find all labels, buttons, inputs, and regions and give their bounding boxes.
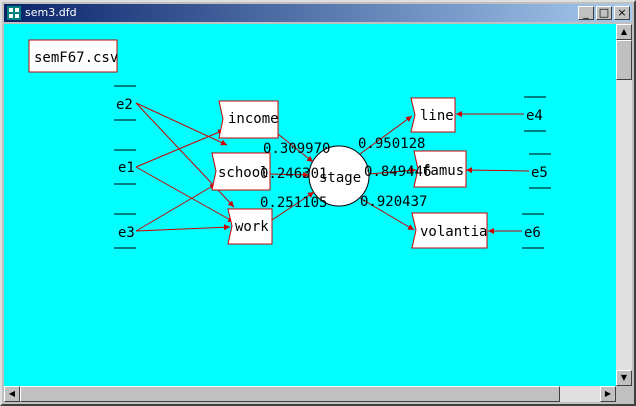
error-label-e2: e2	[116, 97, 133, 113]
scrollbar-corner	[616, 386, 632, 402]
file-label: semF67.csv	[34, 50, 118, 66]
horizontal-scroll-thumb[interactable]	[20, 386, 560, 402]
scroll-up-button[interactable]: ▲	[616, 24, 632, 40]
vertical-scrollbar[interactable]: ▲ ▼	[616, 24, 632, 386]
file-label-box[interactable]	[28, 39, 118, 73]
coef-stage-famus: 0.849446	[364, 164, 431, 180]
error-term-e5[interactable]: e5	[529, 153, 551, 189]
error-term-e3[interactable]: e3	[114, 213, 136, 249]
observed-label-income: income	[228, 111, 279, 127]
title-bar[interactable]: sem3.dfd _ □ ×	[4, 4, 632, 22]
path-arrows	[269, 115, 417, 231]
error-term-e2[interactable]: e2	[114, 85, 136, 121]
observed-income[interactable]: income	[218, 100, 279, 139]
diagram-canvas[interactable]: semF67.csv e2 e1 e3 e4	[4, 24, 616, 386]
horizontal-scrollbar[interactable]: ◀ ▶	[4, 386, 616, 402]
close-button[interactable]: ×	[614, 6, 630, 20]
coef-work-stage: 0.251105	[260, 195, 327, 211]
observed-label-school: school	[218, 165, 269, 181]
error-label-e4: e4	[526, 108, 543, 124]
coef-school-stage: 0.246301	[260, 166, 327, 182]
error-label-e3: e3	[118, 225, 135, 241]
scroll-left-button[interactable]: ◀	[4, 386, 20, 402]
coef-stage-volantia: 0.920437	[360, 194, 427, 210]
latent-stage[interactable]: stage	[308, 145, 370, 207]
path-diagram: semF67.csv e2 e1 e3 e4	[28, 39, 551, 249]
observed-label-line: line	[420, 108, 454, 124]
error-term-e4[interactable]: e4	[524, 96, 546, 132]
error-term-e6[interactable]: e6	[522, 213, 544, 249]
coef-income-stage: 0.309970	[263, 141, 330, 157]
observed-volantia[interactable]: volantia	[411, 212, 488, 249]
error-label-e1: e1	[118, 160, 135, 176]
window-title: sem3.dfd	[25, 6, 77, 19]
vertical-scroll-thumb[interactable]	[616, 40, 632, 80]
latent-label: stage	[319, 170, 361, 186]
error-label-e6: e6	[524, 225, 541, 241]
observed-famus[interactable]: famus	[413, 150, 467, 188]
app-icon	[7, 6, 21, 20]
observed-line[interactable]: line	[410, 97, 456, 133]
coef-stage-line: 0.950128	[358, 136, 425, 152]
error-arrows	[135, 102, 530, 234]
scroll-right-button[interactable]: ▶	[600, 386, 616, 402]
observed-label-work: work	[235, 219, 269, 235]
observed-school[interactable]: school	[211, 152, 271, 191]
minimize-button[interactable]: _	[578, 6, 594, 20]
observed-label-volantia: volantia	[420, 224, 487, 240]
maximize-button[interactable]: □	[596, 6, 612, 20]
observed-work[interactable]: work	[227, 208, 273, 245]
error-label-e5: e5	[531, 165, 548, 181]
error-term-e1[interactable]: e1	[114, 149, 136, 185]
observed-label-famus: famus	[422, 163, 464, 179]
scroll-down-button[interactable]: ▼	[616, 370, 632, 386]
